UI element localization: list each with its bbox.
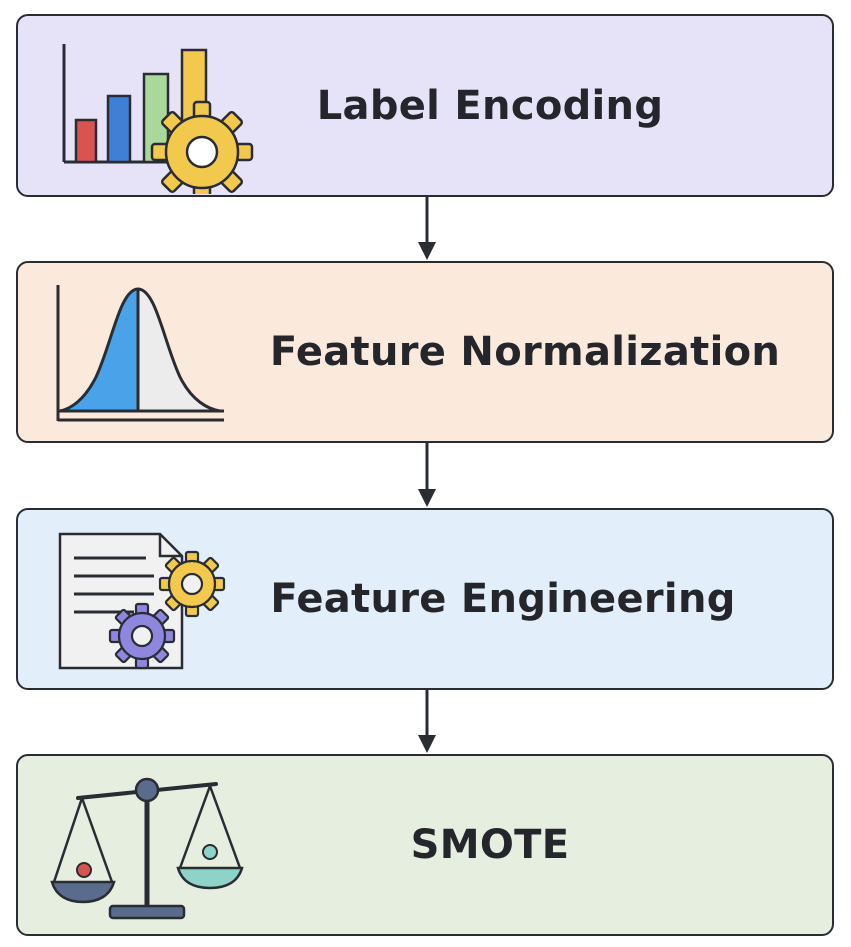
stage-feature-engineering: Feature Engineering: [16, 508, 834, 690]
flow-arrow: [407, 442, 447, 509]
bell-curve-icon: [52, 283, 227, 425]
stage-title: Feature Normalization: [269, 329, 781, 375]
flow-arrow: [407, 196, 447, 262]
stage-title: Feature Engineering: [270, 576, 736, 622]
stage-title: Label Encoding: [316, 82, 664, 129]
stage-title: SMOTE: [410, 822, 570, 868]
document-gears-icon: [54, 528, 234, 678]
stage-feature-normalization: Feature Normalization: [16, 261, 834, 443]
bar-chart-gear-icon: [54, 44, 264, 194]
stage-label-encoding: Label Encoding: [16, 14, 834, 197]
balance-scale-icon: [48, 774, 248, 924]
stage-smote: SMOTE: [16, 754, 834, 936]
flow-arrow: [407, 689, 447, 755]
